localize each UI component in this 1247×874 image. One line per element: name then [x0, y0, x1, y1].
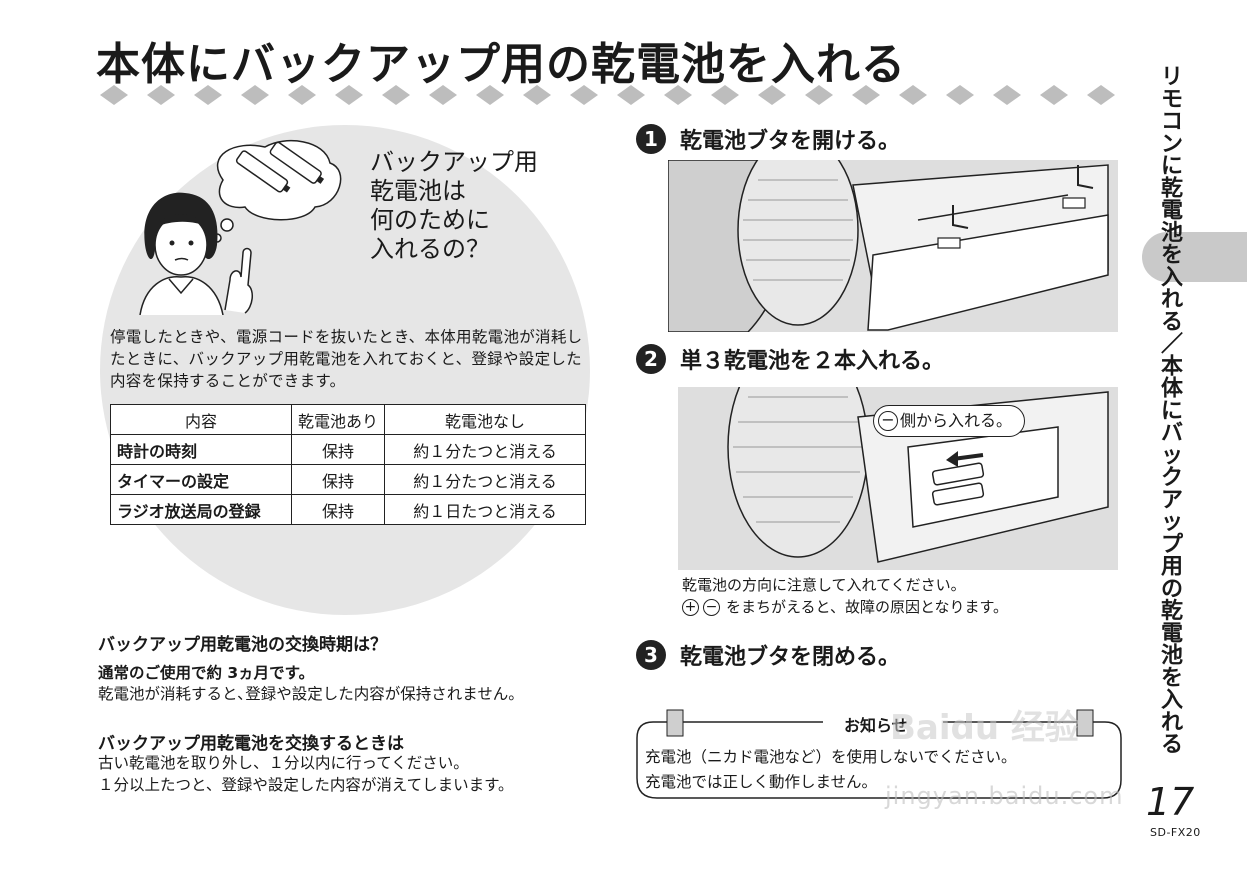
intro-question-line: バックアップ用	[370, 148, 538, 176]
table-cell: ラジオ放送局の登録	[110, 494, 292, 525]
insert-direction-callout: − 側から入れる。	[873, 405, 1026, 437]
replacement-how-line: 古い乾電池を取り外し、１分以内に行ってください。	[98, 754, 469, 772]
intro-question-line: 乾電池は	[370, 177, 466, 205]
step-1: 1 乾電池ブタを開ける。	[636, 123, 900, 155]
diamond-pattern-mark	[194, 85, 222, 105]
replacement-how-line: １分以上たつと、登録や設定した内容が消えてしまいます。	[98, 776, 514, 794]
table-cell: 約１分たつと消える	[384, 464, 586, 495]
step-text: 乾電池ブタを開ける。	[680, 129, 901, 154]
page-title: 本体にバックアップ用の乾電池を入れる	[96, 39, 906, 90]
diamond-pattern-mark	[711, 85, 739, 105]
diamond-pattern-mark	[946, 85, 974, 105]
notice-line: 充電池（ニカド電池など）を使用しないでください。	[645, 748, 1017, 766]
table-row: 時計の時刻 保持 約１分たつと消える	[110, 434, 586, 465]
diamond-pattern-mark	[100, 85, 128, 105]
model-number: SD-FX20	[1150, 826, 1201, 839]
diamond-pattern-mark	[476, 85, 504, 105]
step-2: 2 単３乾電池を２本入れる。	[636, 343, 944, 375]
table-header-cell: 内容	[110, 404, 292, 435]
diamond-pattern-mark	[382, 85, 410, 105]
intro-question-line: 何のために	[370, 206, 490, 234]
diamond-band	[100, 85, 1115, 105]
step-number-icon: 2	[636, 344, 666, 374]
page-number: 17	[1146, 780, 1195, 824]
caution-text: 乾電池の方向に注意して入れてください。 + − をまちがえると、故障の原因となり…	[682, 574, 1008, 618]
table-header-cell: 乾電池なし	[384, 404, 586, 435]
diamond-pattern-mark	[617, 85, 645, 105]
watermark-url: jingyan.baidu.com	[885, 782, 1124, 810]
step-number-icon: 3	[636, 640, 666, 670]
intro-question: バックアップ用 乾電池は 何のために 入れるの？	[370, 148, 570, 264]
table-row: ラジオ放送局の登録 保持 約１日たつと消える	[110, 494, 586, 525]
insert-batteries-illustration	[678, 387, 1118, 570]
notice-line: 充電池では正しく動作しません。	[645, 773, 878, 791]
side-index-tab	[1142, 232, 1247, 282]
diamond-pattern-mark	[899, 85, 927, 105]
diamond-pattern-mark	[288, 85, 316, 105]
step-text: 乾電池ブタを閉める。	[680, 645, 901, 670]
intro-question-line: 入れるの？	[370, 235, 490, 263]
retention-table: 内容 乾電池あり 乾電池なし 時計の時刻 保持 約１分たつと消える タイマーの設…	[110, 404, 586, 525]
table-row: タイマーの設定 保持 約１分たつと消える	[110, 464, 586, 495]
diamond-pattern-mark	[241, 85, 269, 105]
notice-body: 充電池（ニカド電池など）を使用しないでください。 充電池では正しく動作しません。	[645, 745, 1017, 795]
table-cell: 保持	[291, 464, 385, 495]
notice-title: お知らせ	[834, 712, 918, 736]
table-cell: 時計の時刻	[110, 434, 292, 465]
diamond-pattern-mark	[335, 85, 363, 105]
table-cell: 保持	[291, 434, 385, 465]
diamond-pattern-mark	[664, 85, 692, 105]
callout-text: 側から入れる。	[900, 411, 1013, 430]
replacement-time-subtitle: 通常のご使用で約 3ヵ月です。	[98, 664, 315, 682]
diamond-pattern-mark	[805, 85, 833, 105]
open-cover-illustration	[668, 160, 1118, 332]
step-number-icon: 1	[636, 124, 666, 154]
watermark-logo: Baidu 经验	[890, 708, 1079, 748]
plus-terminal-icon: +	[682, 598, 699, 616]
table-header-cell: 乾電池あり	[291, 404, 385, 435]
minus-terminal-icon: −	[878, 411, 898, 431]
table-cell: 約１分たつと消える	[384, 434, 586, 465]
diamond-pattern-mark	[1040, 85, 1068, 105]
diamond-pattern-mark	[852, 85, 880, 105]
diamond-pattern-mark	[429, 85, 457, 105]
replacement-time-text: 乾電池が消耗すると､登録や設定した内容が保持されません。	[98, 685, 524, 703]
side-index-text: リモコンに乾電池を入れる／本体にバックアップ用の乾電池を入れる	[1161, 65, 1184, 758]
minus-terminal-icon: −	[703, 598, 720, 616]
intro-body-text: 停電したときや、電源コードを抜いたとき、本体用乾電池が消耗したときに、バックアッ…	[110, 328, 583, 390]
diamond-pattern-mark	[147, 85, 175, 105]
diamond-pattern-mark	[993, 85, 1021, 105]
replacement-how-title: バックアップ用乾電池を交換するときは	[98, 734, 404, 754]
tape-icon	[1076, 709, 1094, 737]
diamond-pattern-mark	[523, 85, 551, 105]
step-text: 単３乾電池を２本入れる。	[680, 349, 945, 374]
battery-icon	[269, 141, 325, 184]
table-cell: タイマーの設定	[110, 464, 292, 495]
table-cell: 約１日たつと消える	[384, 494, 586, 525]
svg-text:リモコンに乾電池を入れる／本体にバックアップ用の乾電池を入れ: リモコンに乾電池を入れる／本体にバックアップ用の乾電池を入れる	[1161, 65, 1184, 758]
diamond-pattern-mark	[570, 85, 598, 105]
table-header-row: 内容 乾電池あり 乾電池なし	[110, 404, 586, 435]
caution-line-text: をまちがえると、故障の原因となります。	[726, 598, 1009, 616]
battery-icon	[235, 150, 291, 193]
diamond-pattern-mark	[1087, 85, 1115, 105]
woman-thinking-illustration	[139, 140, 342, 315]
notice-box-frame	[636, 709, 1122, 799]
replacement-time-title: バックアップ用乾電池の交換時期は？	[98, 635, 387, 655]
step-3: 3 乾電池ブタを閉める。	[636, 639, 900, 671]
table-cell: 保持	[291, 494, 385, 525]
caution-line: 乾電池の方向に注意して入れてください。	[682, 576, 966, 594]
diamond-pattern-mark	[758, 85, 786, 105]
tape-icon	[666, 709, 684, 737]
caution-line: + − をまちがえると、故障の原因となります。	[682, 596, 1008, 618]
